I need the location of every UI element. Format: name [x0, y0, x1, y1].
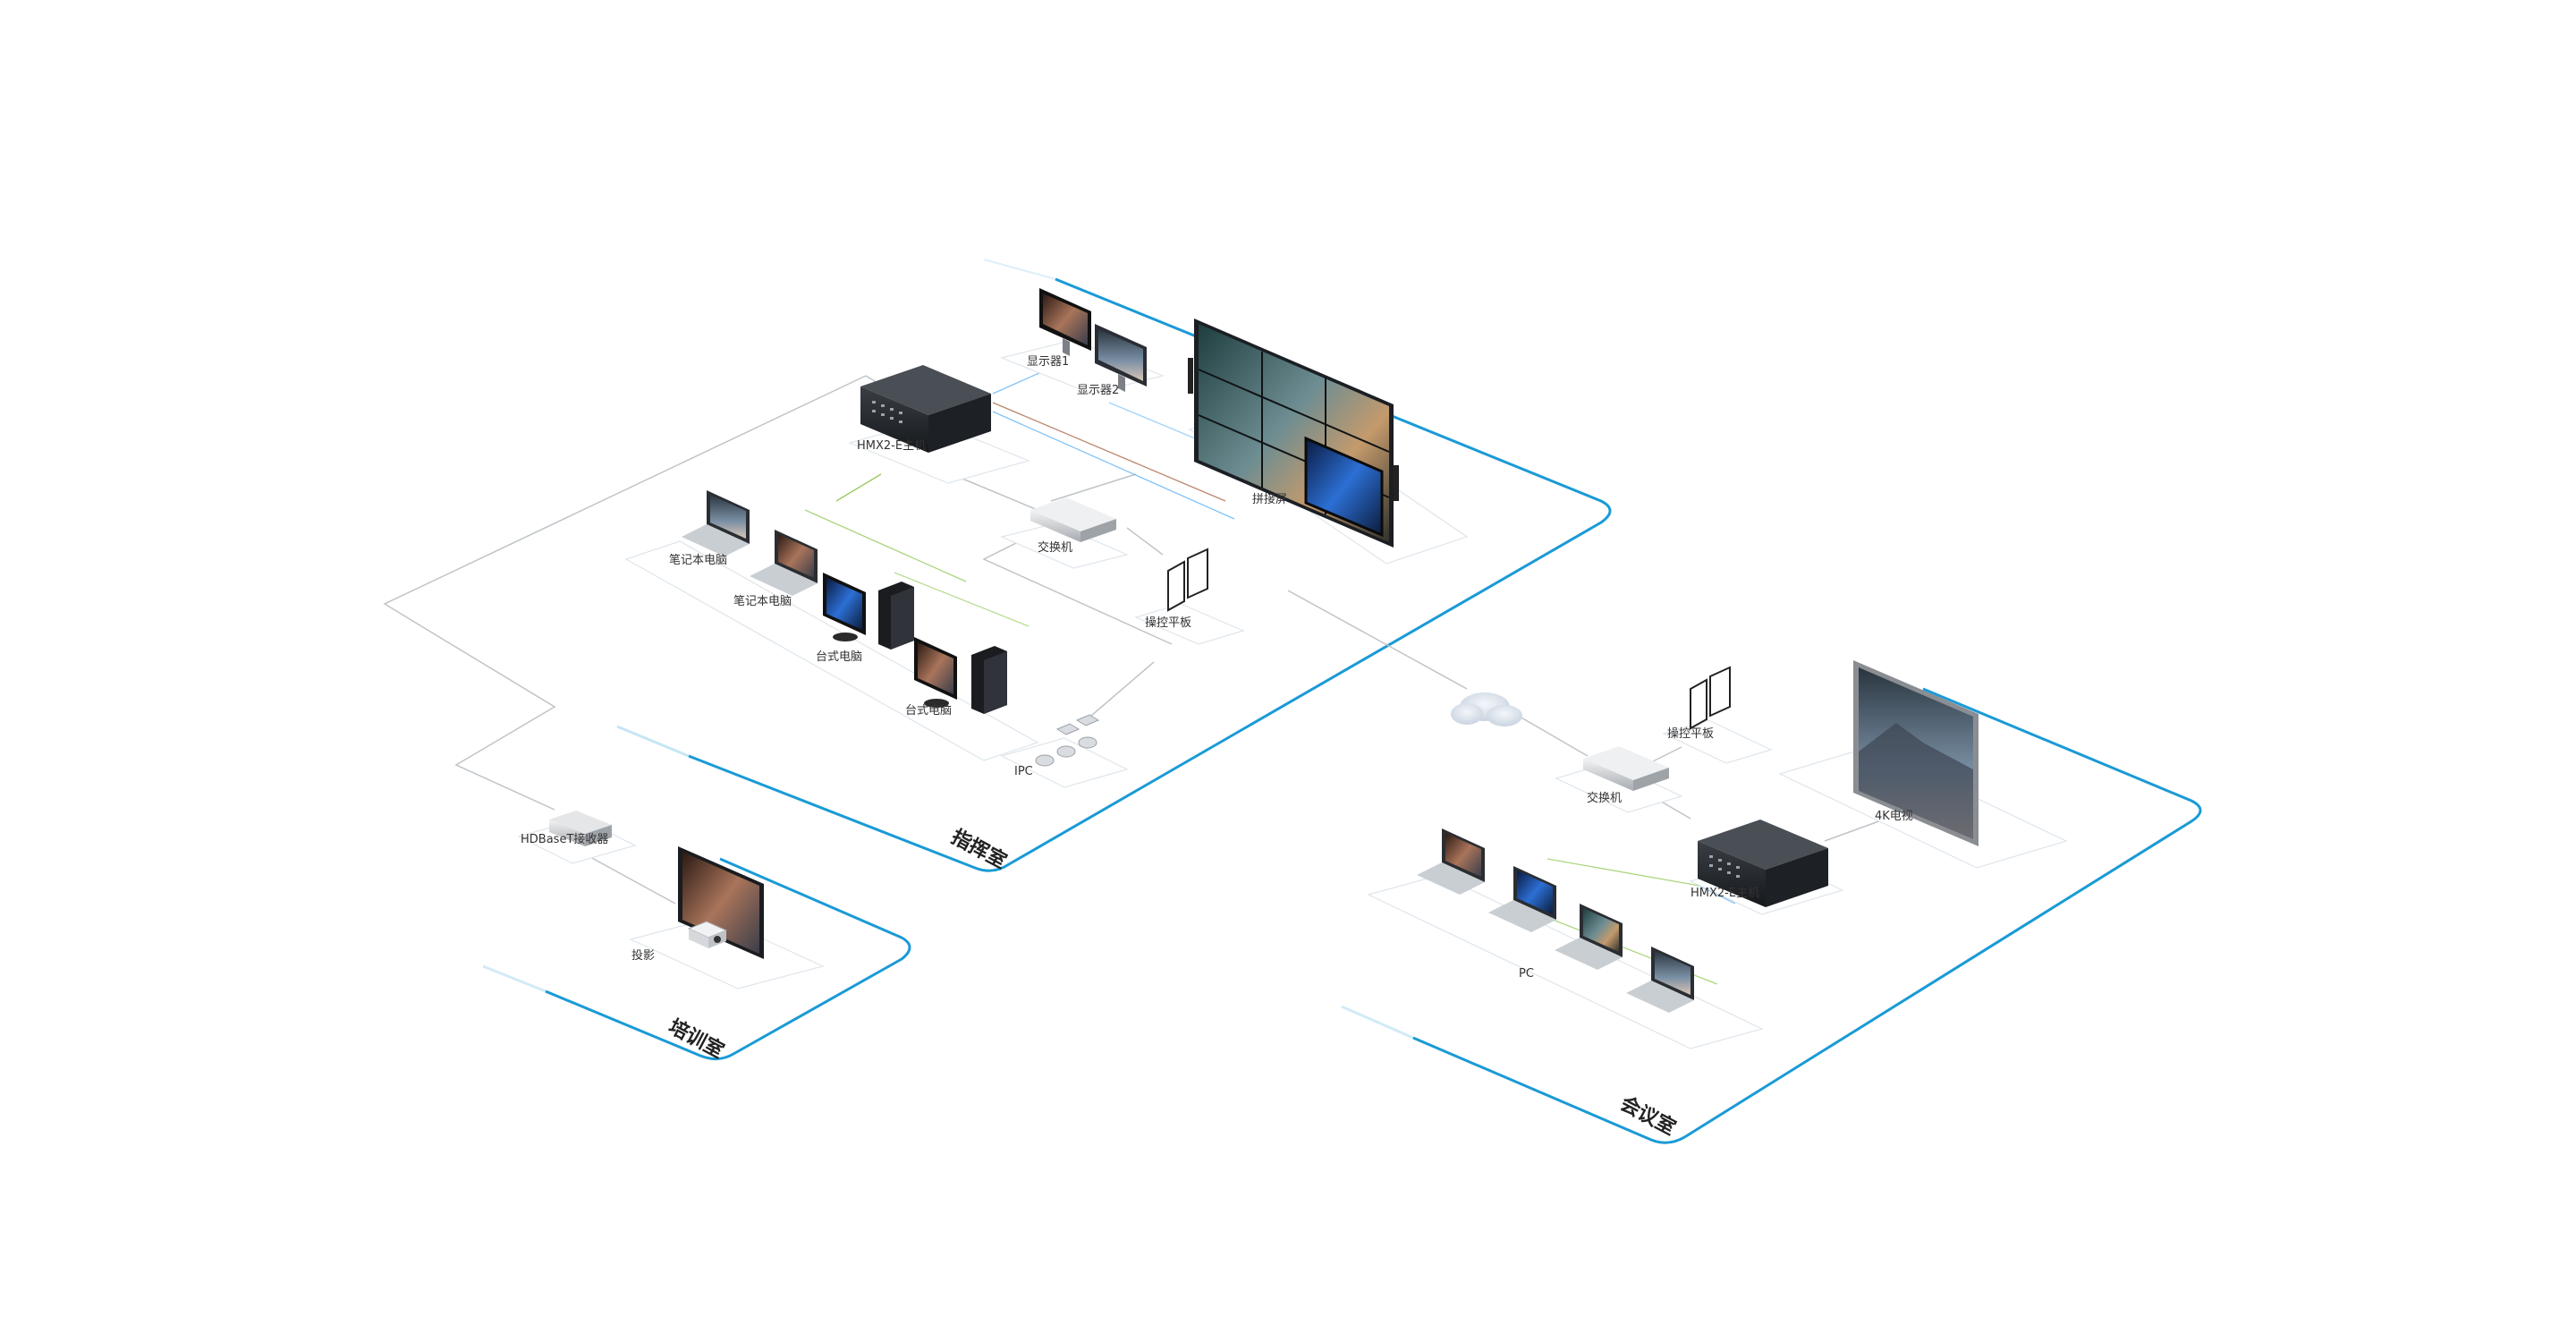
desktop-1-label: 台式电脑: [816, 650, 862, 664]
meeting-pc-2: [1488, 866, 1556, 932]
command-switch-label: 交换机: [1038, 540, 1072, 555]
meeting-control-pad-label: 操控平板: [1667, 726, 1714, 741]
desktop-2-label: 台式电脑: [905, 704, 952, 718]
network-links: [383, 375, 1924, 905]
meeting-switch-device: [1583, 746, 1669, 791]
desktop-1: [823, 573, 914, 650]
monitor-2-label: 显示器2: [1077, 384, 1119, 397]
command-host-label: HMX2-E主机: [857, 439, 926, 453]
zone-command-label: 指挥室: [947, 825, 1010, 873]
laptop-1-label: 笔记本电脑: [669, 553, 727, 567]
command-control-pad: [1167, 548, 1208, 612]
desktop-2: [914, 637, 1007, 714]
meeting-pc-1: [1417, 828, 1485, 895]
zone-training-label: 培训室: [665, 1015, 727, 1063]
meeting-pc-3: [1555, 904, 1623, 970]
meeting-host-device: [1698, 820, 1828, 907]
zone-meeting-label: 会议室: [1616, 1091, 1679, 1140]
videowall-label: 拼接屏: [1252, 492, 1287, 506]
cloud-icon: [1451, 692, 1522, 726]
hdbaset-receiver-label: HDBaseT接收器: [521, 832, 608, 846]
meeting-host-label: HMX2-E主机: [1690, 887, 1759, 900]
command-host-device: [860, 365, 991, 453]
laptop-2-label: 笔记本电脑: [733, 594, 792, 608]
laptop-2: [750, 530, 818, 596]
monitor-2: [1095, 324, 1147, 392]
hdbaset-receiver-device: [549, 811, 612, 846]
meeting-pc-4: [1626, 947, 1694, 1013]
monitor-1-label: 显示器1: [1027, 355, 1069, 369]
tv-4k-device: [1853, 660, 1979, 846]
laptop-1: [682, 490, 750, 556]
ipc-label: IPC: [1014, 765, 1033, 778]
videowall: [1188, 319, 1399, 548]
projector-label: 投影: [631, 948, 655, 963]
monitor-1: [1039, 288, 1091, 356]
meeting-switch-label: 交换机: [1587, 791, 1622, 805]
meeting-pc-label: PC: [1519, 967, 1534, 981]
projector-device: [687, 921, 728, 948]
command-switch-device: [1030, 497, 1116, 542]
meeting-control-pad: [1690, 666, 1731, 730]
tv-4k-label: 4K电视: [1875, 810, 1913, 823]
ipc-cameras: [1035, 714, 1100, 767]
command-control-pad-label: 操控平板: [1145, 616, 1191, 630]
